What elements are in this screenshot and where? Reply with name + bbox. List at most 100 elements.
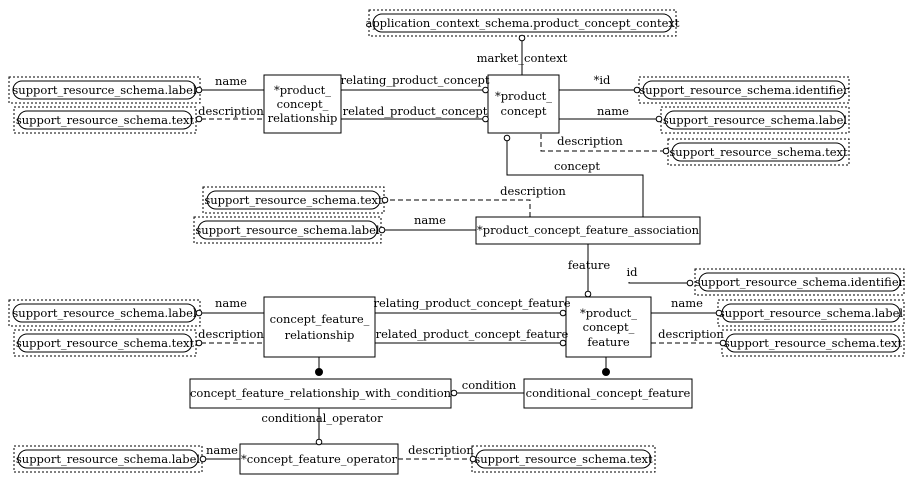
entity-cfo: *concept_feature_operator (239, 443, 399, 475)
cfrwc-label: concept_feature_relationship_with_condit… (190, 386, 452, 400)
entity-pcfa: *product_concept_feature_association (475, 216, 701, 245)
feature-label: feature (568, 258, 610, 272)
ext-pc-identifier-text: support_resource_schema.identifier (639, 83, 849, 97)
condition-circle (450, 389, 458, 397)
ext-cfr-text: support_resource_schema.text (13, 329, 197, 357)
cfr-label-2: relationship (285, 328, 355, 342)
ext-cfr-label-text: support_resource_schema.label (12, 306, 197, 320)
condition-label: condition (462, 378, 517, 392)
ext-cfo-label-text: support_resource_schema.label (16, 452, 201, 466)
pcr-name-label: name (215, 74, 247, 88)
cfr-subtype-circle (315, 368, 323, 376)
pcf-description-circle (719, 339, 727, 347)
market-context-circle (518, 34, 526, 42)
pc-id-circle (633, 86, 641, 94)
pcf-name-label: name (671, 296, 703, 310)
entity-cfr: concept_feature_ relationship (263, 296, 376, 358)
pc-label-1: *product_ (495, 89, 552, 103)
ext-pc-label-text: support_resource_schema.label (663, 113, 848, 127)
pcfa-name-label: name (414, 213, 446, 227)
related-pcf-circle (559, 339, 567, 347)
pcfa-label: *product_concept_feature_association (477, 223, 700, 237)
cfr-label-1: concept_feature_ (270, 312, 370, 326)
concept-line (506, 137, 644, 217)
cfo-name-circle (199, 455, 207, 463)
ext-pcfa-label: support_resource_schema.label (193, 216, 382, 244)
ext-pcf-label: support_resource_schema.label (717, 299, 905, 327)
ext-pcf-label-text: support_resource_schema.label (719, 306, 904, 320)
pcf-id-label: id (626, 265, 638, 279)
pcr-name-circle (195, 86, 203, 94)
related-pc-circle (482, 115, 489, 123)
ext-pcf-text-text: support_resource_schema.text (724, 336, 903, 350)
ext-pcf-text: support_resource_schema.text (721, 329, 905, 357)
pcf-id-line (628, 282, 687, 284)
cfo-label: *concept_feature_operator (241, 452, 397, 466)
ext-cfr-label: support_resource_schema.label (8, 299, 201, 327)
pcf-id-circle (686, 279, 694, 287)
ext-pcfa-label-text: support_resource_schema.label (195, 223, 380, 237)
pcr-label-3: relationship (268, 111, 338, 125)
concept-circle (503, 134, 511, 142)
pc-description-line (540, 134, 665, 152)
cfr-name-label: name (215, 296, 247, 310)
concept-label: concept (554, 159, 600, 173)
ext-pcr-label-text: support_resource_schema.label (12, 83, 197, 97)
entity-pc: *product_ concept (487, 74, 560, 134)
relating-pc-circle (482, 86, 489, 94)
cfr-description-label: description (198, 327, 264, 341)
ext-pcr-label: support_resource_schema.label (8, 76, 201, 104)
pcf-label-3: feature (587, 335, 629, 349)
pc-label-2: concept (501, 104, 547, 118)
ext-pcfa-text-text: support_resource_schema.text (204, 193, 383, 207)
entity-cfrwc: concept_feature_relationship_with_condit… (189, 378, 452, 409)
cfo-description-label: description (408, 443, 474, 457)
relationship-circles (195, 34, 727, 463)
ext-cfo-label: support_resource_schema.label (13, 445, 203, 473)
related-pcf-label: related_product_concept_feature (376, 327, 569, 341)
cfr-name-circle (195, 309, 203, 317)
relating-pcf-circle (559, 309, 567, 317)
ext-cfr-text-text: support_resource_schema.text (16, 336, 195, 350)
ext-pcr-text: support_resource_schema.text (13, 106, 197, 134)
ext-pcf-identifier-text: support_resource_schema.identifier (695, 275, 905, 289)
cfo-description-circle (469, 455, 477, 463)
pc-name-circle (655, 115, 663, 123)
attribute-labels: market_context name description relating… (198, 51, 724, 457)
relating-pcf-label: relating_product_concept_feature (373, 296, 570, 310)
ext-pc-context-label: application_context_schema.product_conce… (365, 16, 679, 30)
pcfa-description-circle (381, 196, 389, 204)
pcf-name-circle (715, 309, 723, 317)
relating-pc-label: relating_product_concept (340, 73, 489, 87)
market-context-label: market_context (477, 51, 568, 65)
ext-cfo-text: support_resource_schema.text (471, 445, 656, 473)
entity-pcf: *product_ concept_ feature (565, 296, 652, 358)
cfr-description-circle (195, 339, 203, 347)
pcr-label-1: *product_ (274, 83, 331, 97)
pcr-description-circle (195, 115, 203, 123)
related-pc-label: related_product_concept (343, 104, 488, 118)
pcf-description-label: description (658, 327, 724, 341)
pcfa-description-label: description (500, 184, 566, 198)
pcf-label-2: concept_ (583, 320, 635, 334)
connector-lines (201, 40, 722, 460)
pcfa-description-line (387, 199, 531, 217)
pcfa-name-circle (378, 226, 386, 234)
feature-circle (584, 290, 592, 298)
entity-ccf: conditional_concept_feature (523, 378, 693, 409)
pc-id-label: *id (594, 73, 611, 87)
ext-cfo-text-text: support_resource_schema.text (474, 452, 653, 466)
ext-pc-identifier: support_resource_schema.identifier (638, 76, 850, 104)
ext-pcfa-text: support_resource_schema.text (202, 186, 385, 214)
pcf-label-1: *product_ (580, 306, 637, 320)
pcf-subtype-circle (602, 368, 610, 376)
entity-pcr: *product_ concept_ relationship (263, 74, 342, 134)
pcr-description-label: description (198, 104, 264, 118)
ext-pcr-text-text: support_resource_schema.text (16, 113, 195, 127)
ccf-label: conditional_concept_feature (526, 386, 691, 400)
ext-pc-context: application_context_schema.product_conce… (365, 9, 680, 37)
conditional-operator-circle (315, 438, 323, 446)
cfo-name-label: name (206, 443, 238, 457)
ext-pc-label: support_resource_schema.label (660, 106, 850, 134)
